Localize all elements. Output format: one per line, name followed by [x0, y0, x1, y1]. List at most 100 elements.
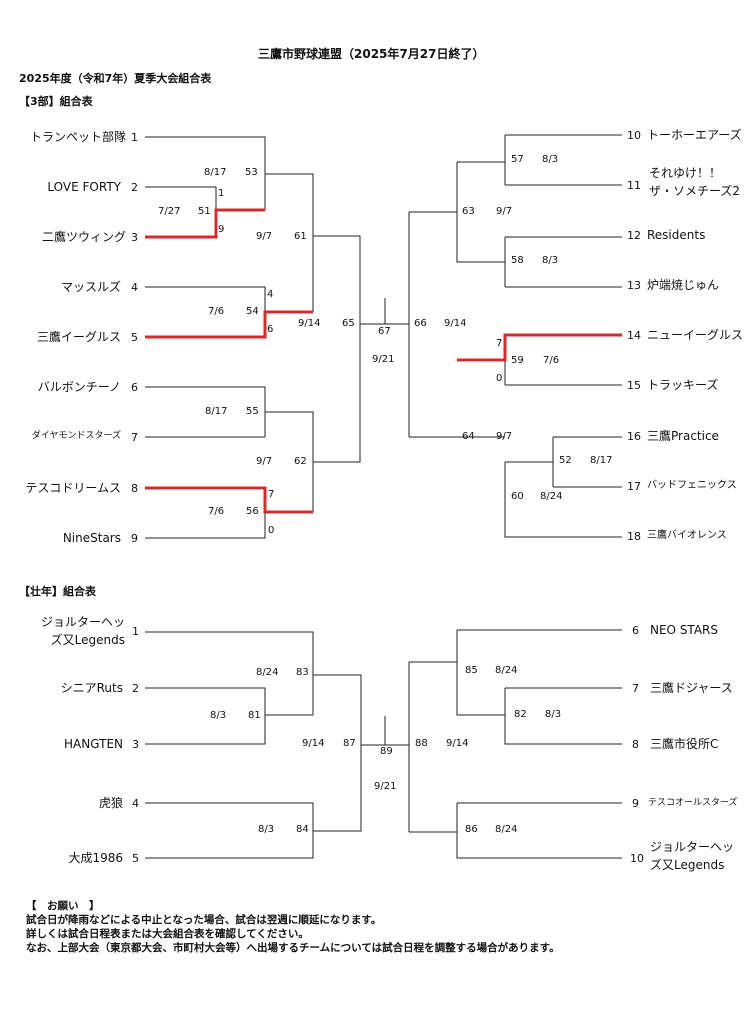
team-name: バッドフェニックス [647, 480, 737, 491]
team-name: 三鷹バイオレンス [647, 530, 727, 541]
game-number: 63 [462, 206, 475, 217]
team-seed: 2 [132, 682, 139, 695]
page-subtitle: 2025年度（令和7年）夏季大会組合表 [19, 72, 212, 85]
team-seed: 8 [131, 482, 138, 495]
team-name: 大成1986 [68, 851, 123, 865]
game-number: 52 [559, 455, 572, 466]
game-number: 61 [294, 231, 307, 242]
game-date: 7/27 [158, 206, 181, 217]
team-seed: 11 [627, 179, 641, 192]
team-name: ジョルターヘッ [40, 615, 125, 629]
team-seed: 6 [131, 381, 138, 394]
team-seed: 15 [627, 379, 641, 392]
notice-line: なお、上部大会（東京都大会、市町村大会等）へ出場するチームについては試合日程を調… [26, 942, 560, 954]
game-number: 65 [342, 318, 355, 329]
game-number: 84 [296, 824, 309, 835]
team-seed: 9 [632, 797, 639, 810]
team-name: LOVE FORTY [47, 180, 121, 194]
game-date: 8/3 [545, 709, 562, 720]
game-number: 57 [511, 154, 524, 165]
team-name: トランペット部隊 [29, 130, 126, 144]
team-seed: 3 [132, 738, 139, 751]
game-date: 8/3 [258, 824, 275, 835]
game-number: 55 [246, 406, 259, 417]
team-seed: 1 [131, 131, 138, 144]
team-name: NineStars [62, 531, 121, 545]
game-number: 87 [343, 738, 356, 749]
game-date: 9/7 [496, 206, 513, 217]
game-date: 8/24 [540, 491, 563, 502]
game-number: 51 [198, 206, 211, 217]
team-seed: 3 [131, 231, 138, 244]
game-number: 82 [514, 709, 527, 720]
game-score: 6 [267, 324, 274, 335]
game-score: 7 [496, 338, 503, 349]
team-name: 三鷹ドジャース [650, 681, 733, 695]
team-name-line2: ザ・ソメチーズ2 [649, 184, 741, 198]
team-seed: 2 [131, 181, 138, 194]
game-date: 9/14 [446, 738, 469, 749]
game-date: 9/7 [256, 456, 273, 467]
game-date: 7/6 [208, 506, 225, 517]
team-name: テスコドリームス [25, 481, 121, 495]
game-number: 83 [296, 667, 309, 678]
game-date: 8/24 [495, 665, 518, 676]
game-number: 64 [462, 431, 475, 442]
team-name: ニューイーグルス [647, 328, 744, 342]
game-number: 53 [245, 167, 258, 178]
team-name: シニアRuts [60, 681, 123, 695]
game-number: 60 [511, 491, 524, 502]
team-name-line2: ズ又Legends [650, 858, 725, 872]
team-seed: 4 [132, 797, 139, 810]
game-score: 7 [268, 489, 275, 500]
team-name: 三鷹イーグルス [36, 330, 121, 344]
notice-line: 試合日が降雨などによる中止となった場合、試合は翌週に順延になります。 [26, 914, 382, 926]
game-score: 0 [496, 373, 503, 384]
team-name: バルボンチーノ [37, 380, 121, 394]
section-title-senior: 【壮年】組合表 [19, 585, 96, 598]
section-title-div3: 【3部】組合表 [19, 95, 93, 108]
team-seed: 13 [627, 279, 641, 292]
final-game-date: 9/21 [374, 781, 397, 792]
team-name: マッスルズ [60, 280, 121, 294]
game-number: 85 [465, 665, 478, 676]
game-number: 58 [511, 255, 524, 266]
game-number: 56 [246, 506, 259, 517]
game-number: 86 [465, 824, 478, 835]
team-seed: 5 [132, 852, 139, 865]
team-seed: 17 [627, 480, 641, 493]
game-number: 59 [511, 355, 524, 366]
team-name: ダイヤモンドスターズ [31, 431, 121, 441]
game-date: 8/17 [205, 406, 228, 417]
team-seed: 8 [632, 738, 639, 751]
team-name: Residents [647, 228, 706, 242]
game-score: 4 [267, 289, 274, 300]
team-name: 三鷹市役所C [650, 737, 719, 751]
game-score: 0 [268, 525, 275, 536]
notice-heading: 【 お願い 】 [26, 900, 100, 912]
team-name: NEO STARS [650, 623, 718, 637]
final-game-date: 9/21 [372, 354, 395, 365]
team-name: それゆけ！！ [649, 166, 722, 180]
game-date: 8/24 [495, 824, 518, 835]
team-name: HANGTEN [64, 737, 123, 751]
team-seed: 9 [131, 532, 138, 545]
final-game-number: 89 [380, 746, 393, 757]
game-score: 9 [218, 224, 225, 235]
team-seed: 18 [627, 530, 641, 543]
team-seed: 14 [627, 329, 641, 342]
game-date: 7/6 [543, 355, 560, 366]
game-date: 8/24 [256, 667, 279, 678]
team-name: テスコオールスターズ [648, 798, 738, 808]
team-seed: 1 [132, 625, 139, 638]
game-date: 9/14 [444, 318, 467, 329]
game-date: 8/3 [542, 154, 559, 165]
team-seed: 5 [131, 331, 138, 344]
game-date: 9/7 [256, 231, 273, 242]
team-seed: 10 [627, 129, 641, 142]
team-name: 炉端焼じゅん [647, 278, 720, 292]
final-game-number: 67 [378, 326, 391, 337]
team-seed: 10 [630, 852, 644, 865]
game-date: 8/3 [210, 710, 227, 721]
